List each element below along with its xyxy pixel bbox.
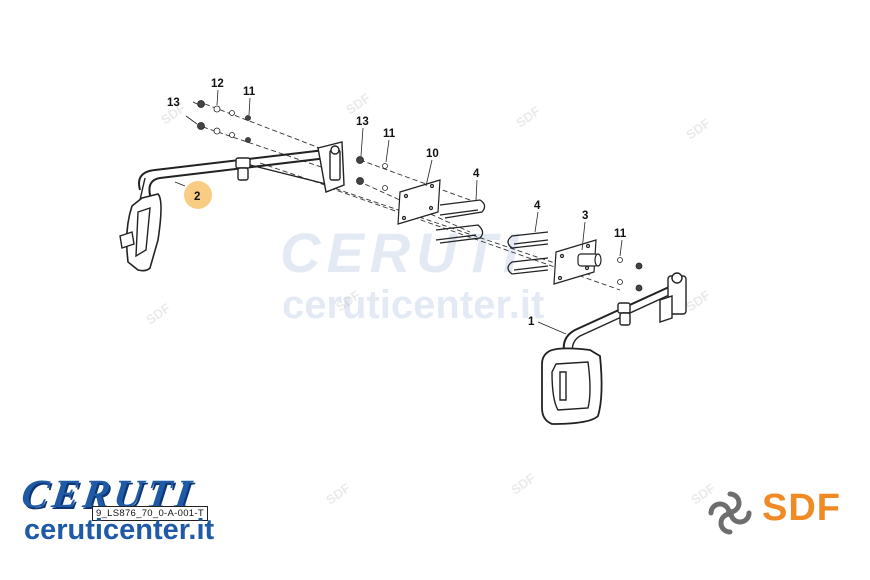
callouts: 1 2 3 4 4 10 11 11 11 12 13 13 <box>167 78 627 328</box>
u-bolts-left <box>435 199 486 244</box>
callout-highlight <box>184 181 212 209</box>
watermark-site: ceruticenter.it <box>282 283 544 327</box>
watermark-tile: SDF <box>343 90 373 117</box>
callout-11b[interactable]: 11 <box>383 128 396 140</box>
drawing-code: 9_LS876_70_0-A-001-T <box>92 506 208 521</box>
sdf-logo-text: SDF <box>762 487 841 529</box>
watermark-brand: CERUTI <box>280 221 524 284</box>
watermark-tile: SDF <box>508 470 538 497</box>
callout-13b[interactable]: 13 <box>356 116 369 128</box>
watermark-tile: SDF <box>143 300 173 327</box>
ceruti-site[interactable]: ceruticenter.it <box>24 514 215 546</box>
callout-3[interactable]: 3 <box>582 210 588 222</box>
mirror-assembly-left <box>119 141 345 272</box>
callout-4a[interactable]: 4 <box>473 168 480 180</box>
callout-11a[interactable]: 11 <box>243 86 256 98</box>
watermark-tile: SDF <box>323 480 353 507</box>
callout-12[interactable]: 12 <box>211 78 224 90</box>
hardware-left <box>197 100 251 143</box>
callout-2[interactable]: 2 <box>194 191 200 203</box>
watermark-layer: CERUTI ceruticenter.it <box>280 221 544 327</box>
watermark-tile: SDF <box>513 103 543 130</box>
u-bolts-right <box>507 231 549 275</box>
plate-10 <box>397 179 441 225</box>
callout-4b[interactable]: 4 <box>534 200 541 212</box>
leader-lines <box>174 89 623 335</box>
hardware-middle <box>356 156 388 191</box>
callout-10[interactable]: 10 <box>426 148 439 160</box>
plate-3 <box>553 239 602 285</box>
mirror-assembly-right <box>541 272 687 425</box>
watermark-tile: SDF <box>683 287 713 314</box>
watermark-tile: SDF <box>683 115 713 142</box>
hardware-right <box>617 257 643 292</box>
callout-1[interactable]: 1 <box>528 316 535 328</box>
callout-11c[interactable]: 11 <box>614 228 627 240</box>
sdf-logo-icon <box>708 491 752 535</box>
callout-13a[interactable]: 13 <box>167 97 180 109</box>
